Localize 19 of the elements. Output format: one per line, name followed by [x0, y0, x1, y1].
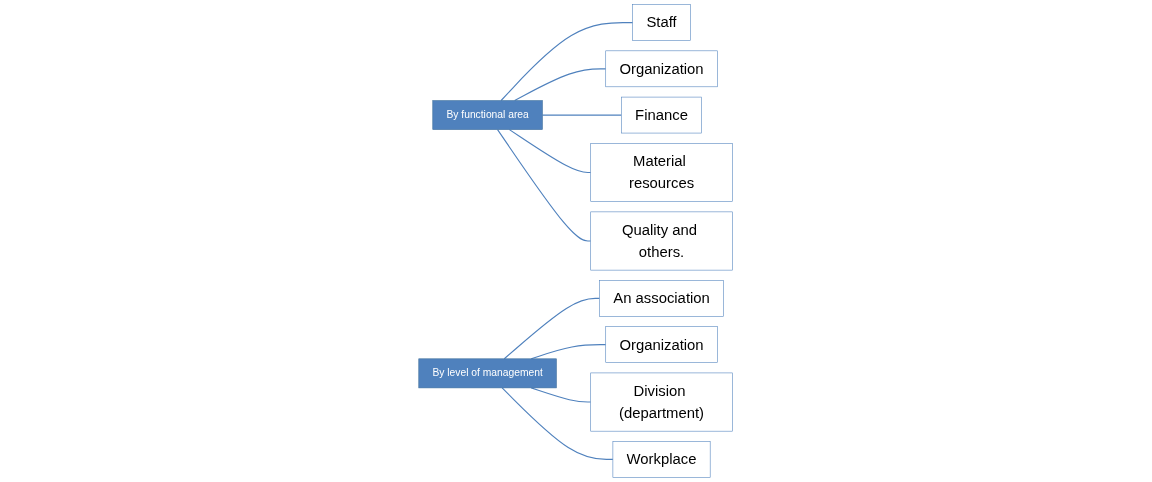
- node-box: Material resources: [590, 143, 734, 202]
- connector: [497, 129, 592, 242]
- connector: [542, 114, 623, 116]
- connector: [501, 22, 634, 102]
- node-box: Organization: [605, 50, 719, 88]
- node-box: An association: [599, 280, 725, 317]
- node-box: Quality and others.: [590, 211, 734, 271]
- connector: [504, 297, 601, 360]
- connector: [509, 129, 592, 174]
- connector: [531, 387, 592, 403]
- connector: [514, 68, 607, 102]
- node-box: By level of management: [418, 358, 558, 389]
- node-box: Organization: [605, 326, 719, 363]
- connector: [502, 387, 614, 460]
- node-box: Workplace: [613, 441, 711, 478]
- node-box: Finance: [621, 96, 703, 134]
- node-box: By functional area: [432, 100, 544, 130]
- node-box: Staff: [632, 4, 692, 41]
- node-box: Division (department): [590, 372, 734, 432]
